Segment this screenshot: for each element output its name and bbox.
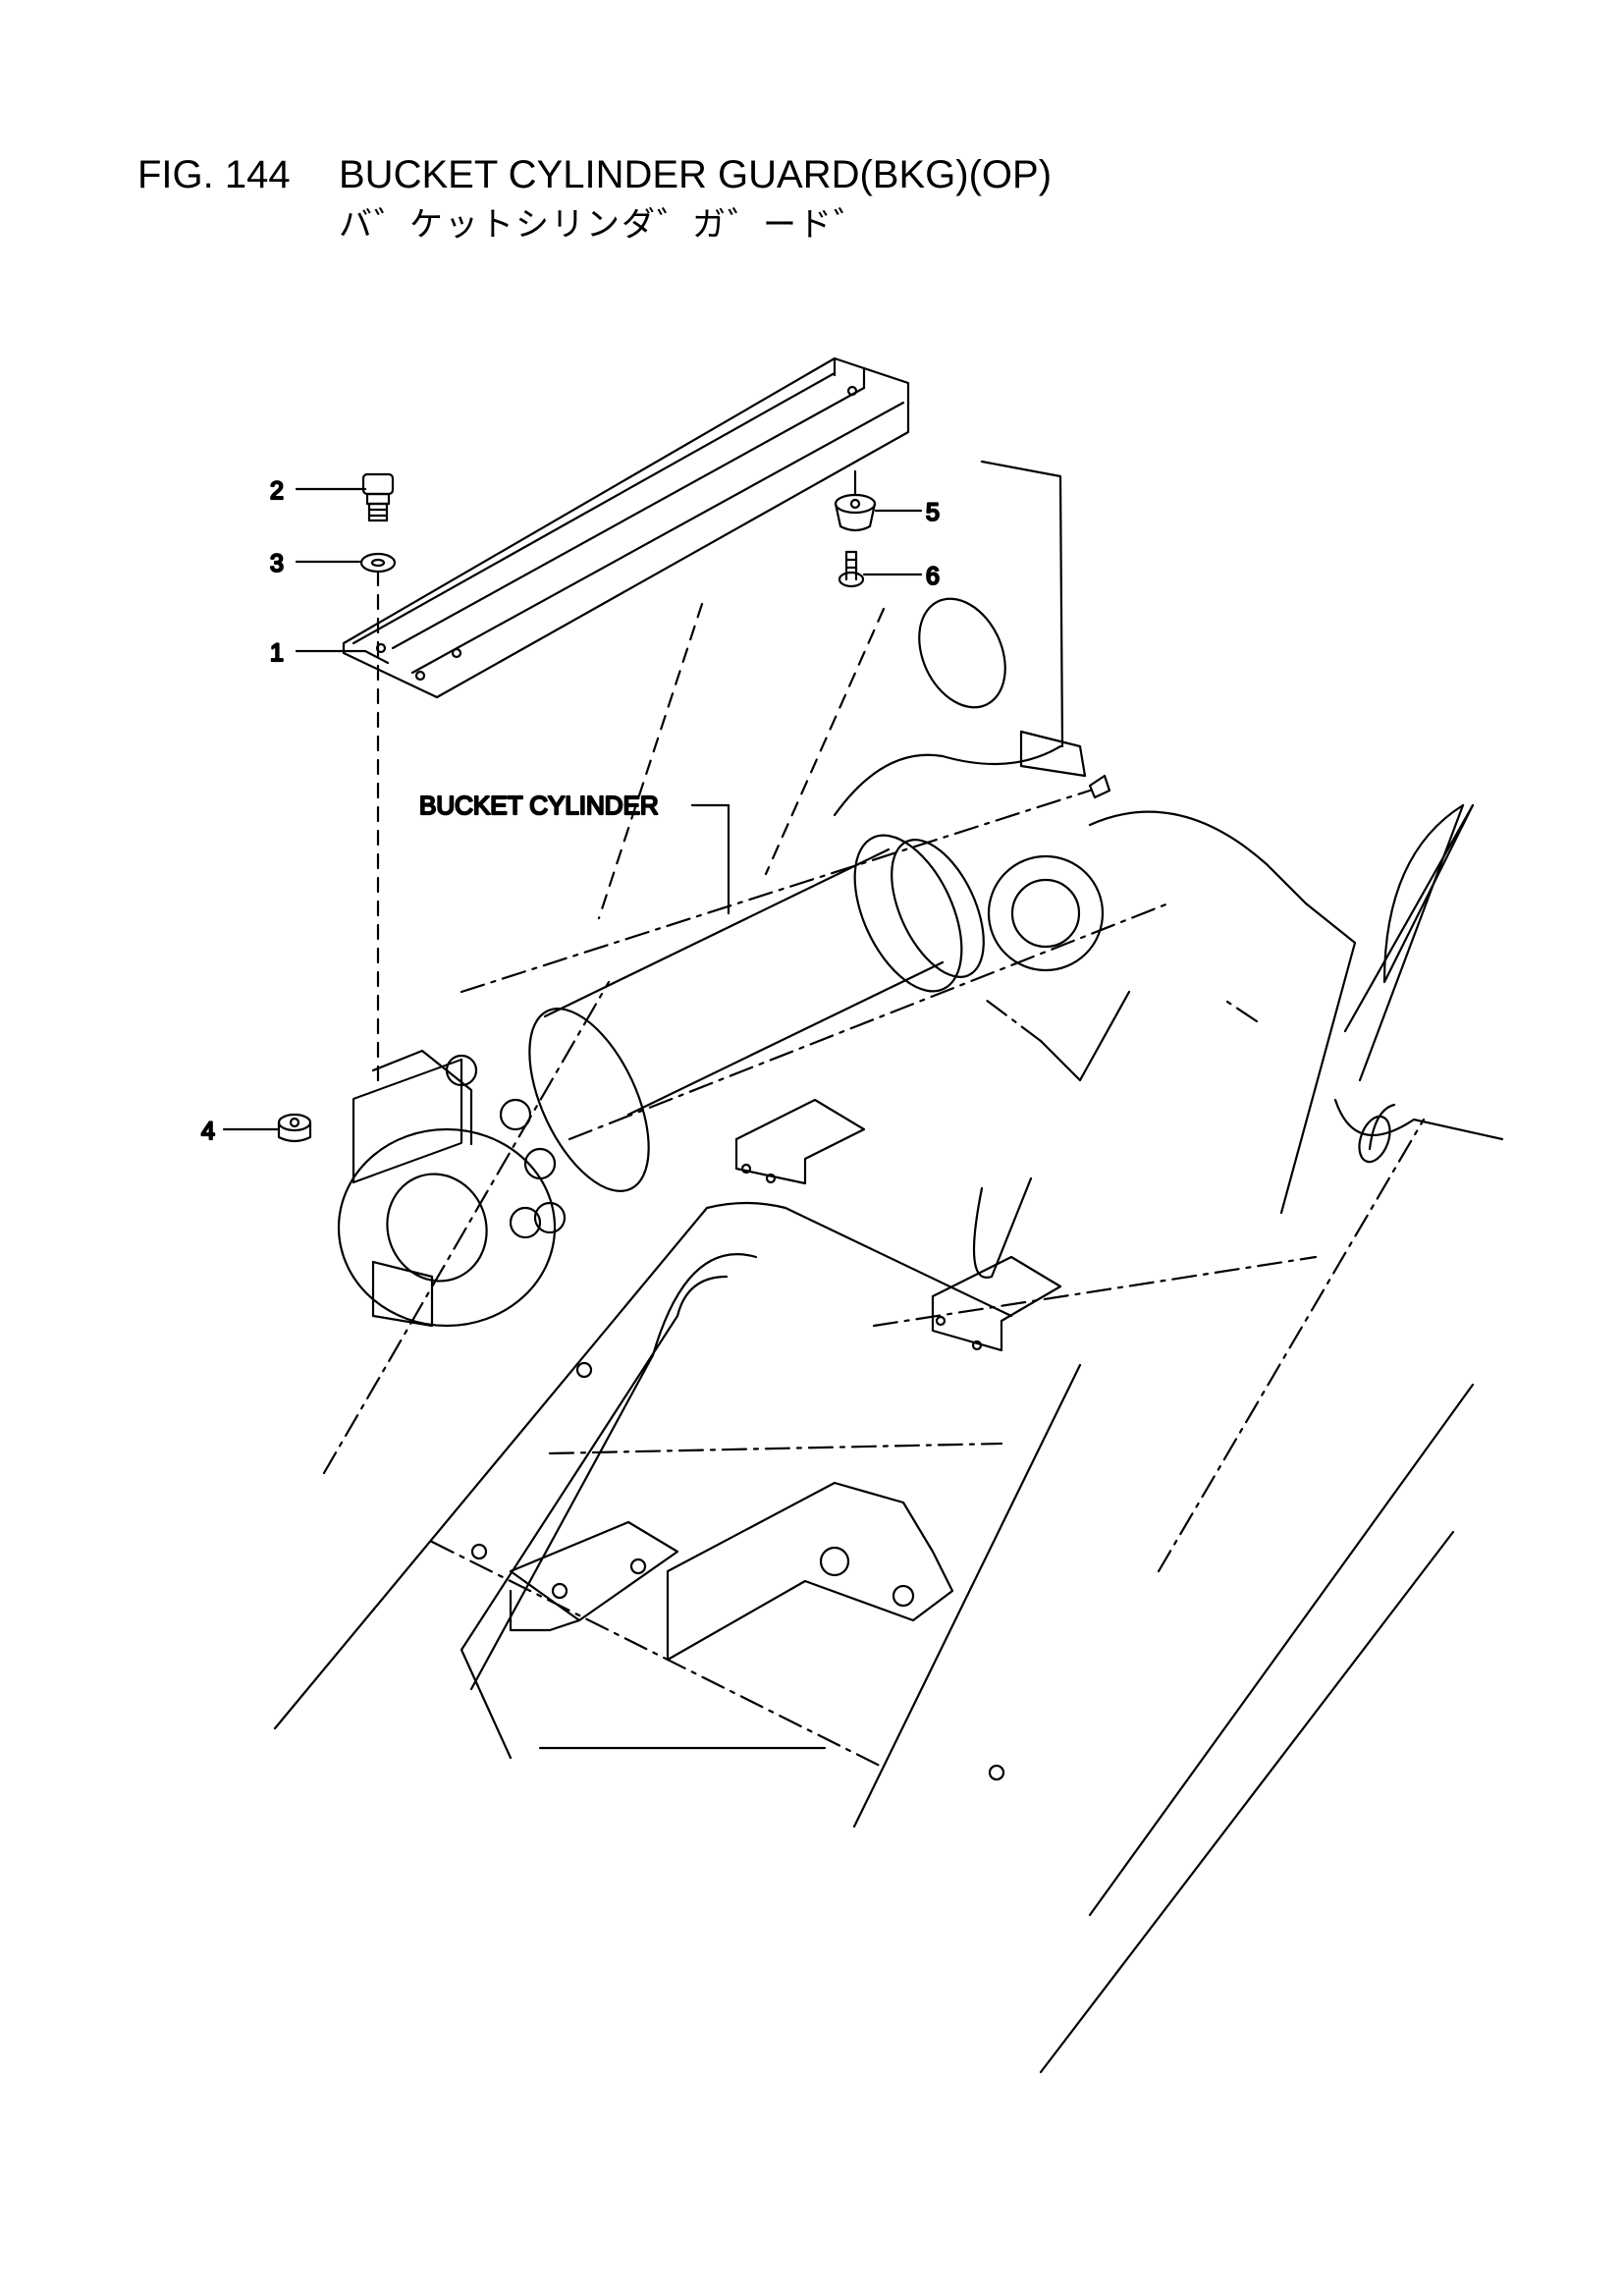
- figure-number: FIG. 144: [137, 153, 291, 196]
- figure-title: BUCKET CYLINDER GUARD(BKG)(OP): [339, 153, 1053, 196]
- bucket-cylinder-label: BUCKET CYLINDER: [419, 791, 659, 820]
- figure-title-jp: バ゛ケットシリンダ゛ガ゛ード゛: [339, 205, 869, 245]
- leader-lines: [222, 469, 923, 1131]
- nut-icon: [277, 1113, 312, 1143]
- callout-3: 3: [270, 550, 284, 577]
- callout-6: 6: [926, 563, 940, 590]
- boom-structure: [273, 460, 1504, 2074]
- bolt-icon: [361, 472, 395, 522]
- guard-channel: [342, 356, 910, 699]
- cushion-icon: [834, 493, 877, 532]
- figure-header: FIG. 144 BUCKET CYLINDER GUARD(BKG)(OP) バ…: [137, 152, 1052, 245]
- figure-title-line: FIG. 144 BUCKET CYLINDER GUARD(BKG)(OP): [137, 152, 1052, 197]
- callout-1: 1: [270, 639, 284, 667]
- bucket-cylinder: [337, 834, 1105, 1328]
- callout-5: 5: [926, 499, 940, 526]
- washer-icon: [359, 552, 397, 574]
- assembly-lines: [376, 570, 886, 1092]
- callout-2: 2: [270, 477, 284, 505]
- centerlines: [322, 789, 1426, 1770]
- callout-4: 4: [201, 1118, 215, 1145]
- screw-icon: [838, 550, 865, 588]
